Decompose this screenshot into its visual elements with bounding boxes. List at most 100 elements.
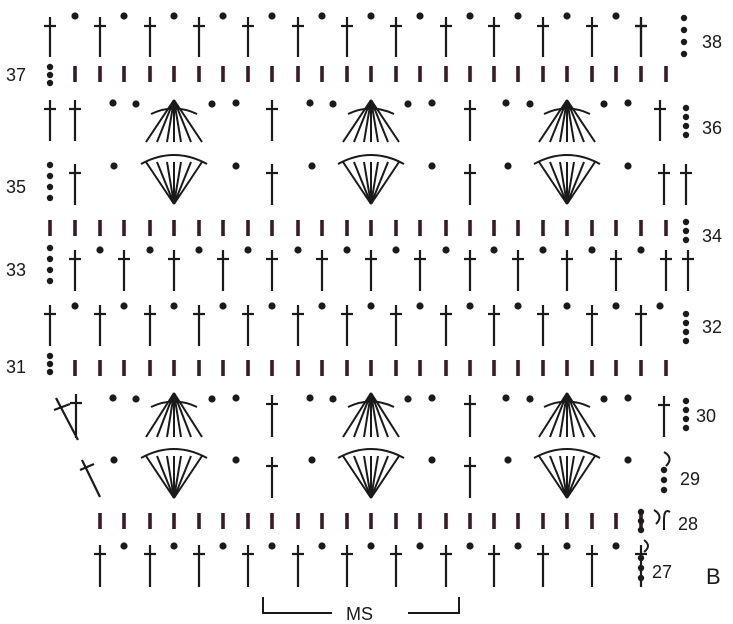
fan-stroke	[566, 455, 575, 499]
fan-arc	[533, 448, 601, 459]
fan-stroke	[566, 161, 585, 205]
fan-stroke	[363, 392, 372, 438]
fan-stroke	[145, 99, 175, 143]
slant-crossbar	[53, 402, 71, 412]
chain-dot	[680, 26, 688, 34]
chain-dot	[170, 12, 178, 20]
fan-stroke	[166, 161, 175, 205]
chart-marks	[44, 12, 694, 587]
chain-dot	[624, 99, 632, 107]
chain-dot	[466, 542, 474, 550]
chain-dot	[367, 302, 375, 310]
slant-crossbar	[79, 462, 95, 472]
fan-stroke	[549, 161, 568, 205]
chain-dot	[46, 172, 54, 180]
slip-stitch-hook	[663, 510, 671, 530]
chain-dot	[682, 113, 690, 121]
fan-stroke	[145, 392, 175, 438]
fan-stroke	[342, 99, 372, 143]
chain-dot	[268, 302, 276, 310]
chain-dot	[637, 574, 645, 582]
chain-dot	[490, 246, 498, 254]
chain-dot	[208, 395, 216, 403]
chain-dot	[367, 12, 375, 20]
fan-stroke	[370, 99, 400, 143]
chain-dot	[306, 394, 314, 402]
fan-stroke	[566, 161, 575, 205]
chain-dot	[244, 246, 252, 254]
chain-dot	[208, 100, 216, 108]
fan-stroke	[363, 455, 372, 499]
chain-dot	[46, 194, 54, 202]
chain-dot	[46, 266, 54, 274]
slant-stitch	[81, 459, 101, 498]
chain-dot	[46, 183, 54, 191]
fan-stroke	[166, 392, 175, 438]
fan-stroke	[166, 99, 175, 143]
chain-dot	[588, 246, 596, 254]
row-label-31: 31	[6, 357, 26, 377]
fan-stroke	[370, 455, 379, 499]
row-label-34: 34	[702, 226, 722, 246]
chain-dot	[680, 38, 688, 46]
fan-stroke	[566, 392, 575, 438]
chain-dot	[46, 79, 54, 87]
chain-dot	[637, 526, 645, 534]
chain-dot	[624, 394, 632, 402]
repeat-label: MS	[346, 604, 373, 624]
chain-dot	[428, 456, 436, 464]
chain-dot	[110, 456, 118, 464]
chain-dot	[343, 246, 351, 254]
chain-dot	[514, 542, 522, 550]
chain-dot	[656, 302, 664, 310]
chain-dot	[600, 100, 608, 108]
chain-dot	[680, 50, 688, 58]
fan-stroke	[353, 99, 372, 143]
chain-dot	[682, 218, 690, 226]
fan-stroke	[353, 161, 372, 205]
chain-dot	[682, 337, 690, 345]
chain-dot	[660, 476, 668, 484]
row-label-36: 36	[702, 118, 722, 138]
fan-arc	[337, 154, 405, 165]
corner-label: B	[706, 564, 721, 589]
fan-stroke	[166, 455, 175, 499]
chain-dot	[46, 360, 54, 368]
fan-stroke	[566, 392, 585, 438]
fan-stroke	[145, 161, 175, 205]
chain-dot	[46, 71, 54, 79]
chain-dot	[367, 542, 375, 550]
slip-stitch-hook	[643, 539, 649, 553]
chain-dot	[392, 246, 400, 254]
fan-arc	[543, 107, 591, 115]
fan-stroke	[342, 392, 372, 438]
chain-dot	[268, 542, 276, 550]
row-label-30: 30	[696, 406, 716, 426]
fan-stroke	[173, 99, 192, 143]
fan-arc	[150, 107, 198, 115]
row-label-27: 27	[652, 562, 672, 582]
chain-dot	[195, 246, 203, 254]
chain-dot	[46, 368, 54, 376]
chain-dot	[46, 352, 54, 360]
fan-stroke	[559, 392, 568, 438]
chain-dot	[428, 394, 436, 402]
fan-stroke	[549, 455, 568, 499]
chain-dot	[404, 100, 412, 108]
fan-stroke	[173, 99, 182, 143]
fan-stroke	[353, 455, 372, 499]
fan-stroke	[549, 99, 568, 143]
chain-dot	[612, 12, 620, 20]
fan-stroke	[549, 392, 568, 438]
row-label-28: 28	[678, 514, 698, 534]
chain-dot	[71, 302, 79, 310]
chain-dot	[466, 12, 474, 20]
fan-stroke	[538, 99, 568, 143]
fan-stroke	[370, 455, 400, 499]
chain-dot	[120, 302, 128, 310]
chain-dot	[46, 255, 54, 263]
fan-stroke	[566, 99, 596, 143]
row-label-33: 33	[6, 260, 26, 280]
chain-dot	[318, 12, 326, 20]
